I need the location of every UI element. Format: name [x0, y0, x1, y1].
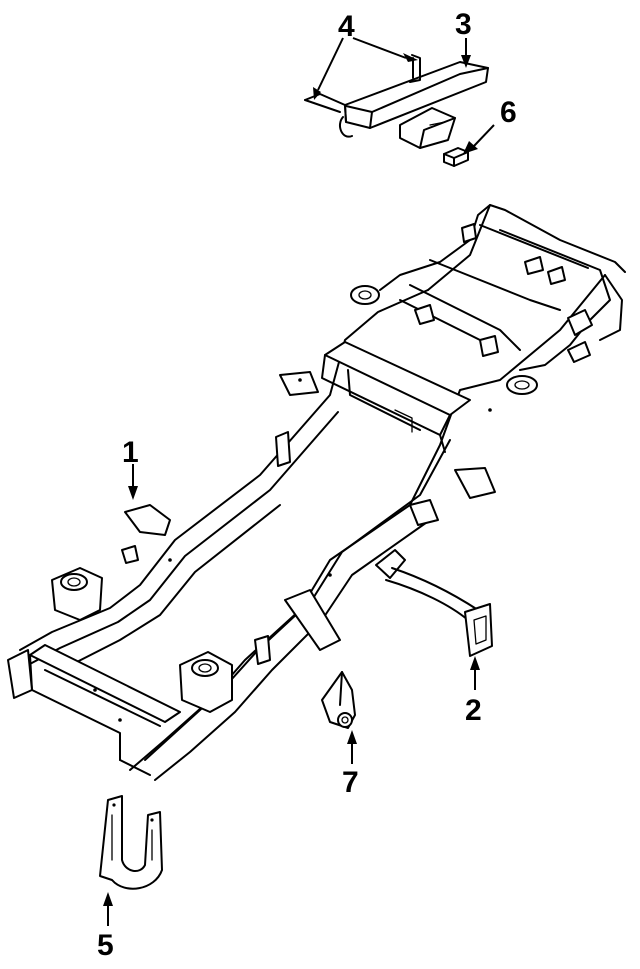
- part-3-crossmember[interactable]: [339, 61, 489, 149]
- callout-6: 6: [500, 96, 517, 129]
- callout-5: 5: [97, 929, 114, 962]
- callout-2: 2: [465, 694, 482, 727]
- part-4-bracket[interactable]: [304, 54, 421, 113]
- leader-lines: [103, 37, 495, 926]
- callout-3: 3: [455, 8, 472, 41]
- callout-4: 4: [338, 10, 355, 43]
- part-2-bracket[interactable]: [375, 549, 493, 657]
- part-5-u-bracket[interactable]: [99, 795, 163, 890]
- part-7-mount[interactable]: [321, 671, 356, 729]
- part-1-frame-assembly[interactable]: [7, 204, 626, 781]
- part-6-bushing[interactable]: [443, 147, 469, 167]
- callout-1: 1: [122, 436, 139, 469]
- callout-7: 7: [342, 766, 359, 799]
